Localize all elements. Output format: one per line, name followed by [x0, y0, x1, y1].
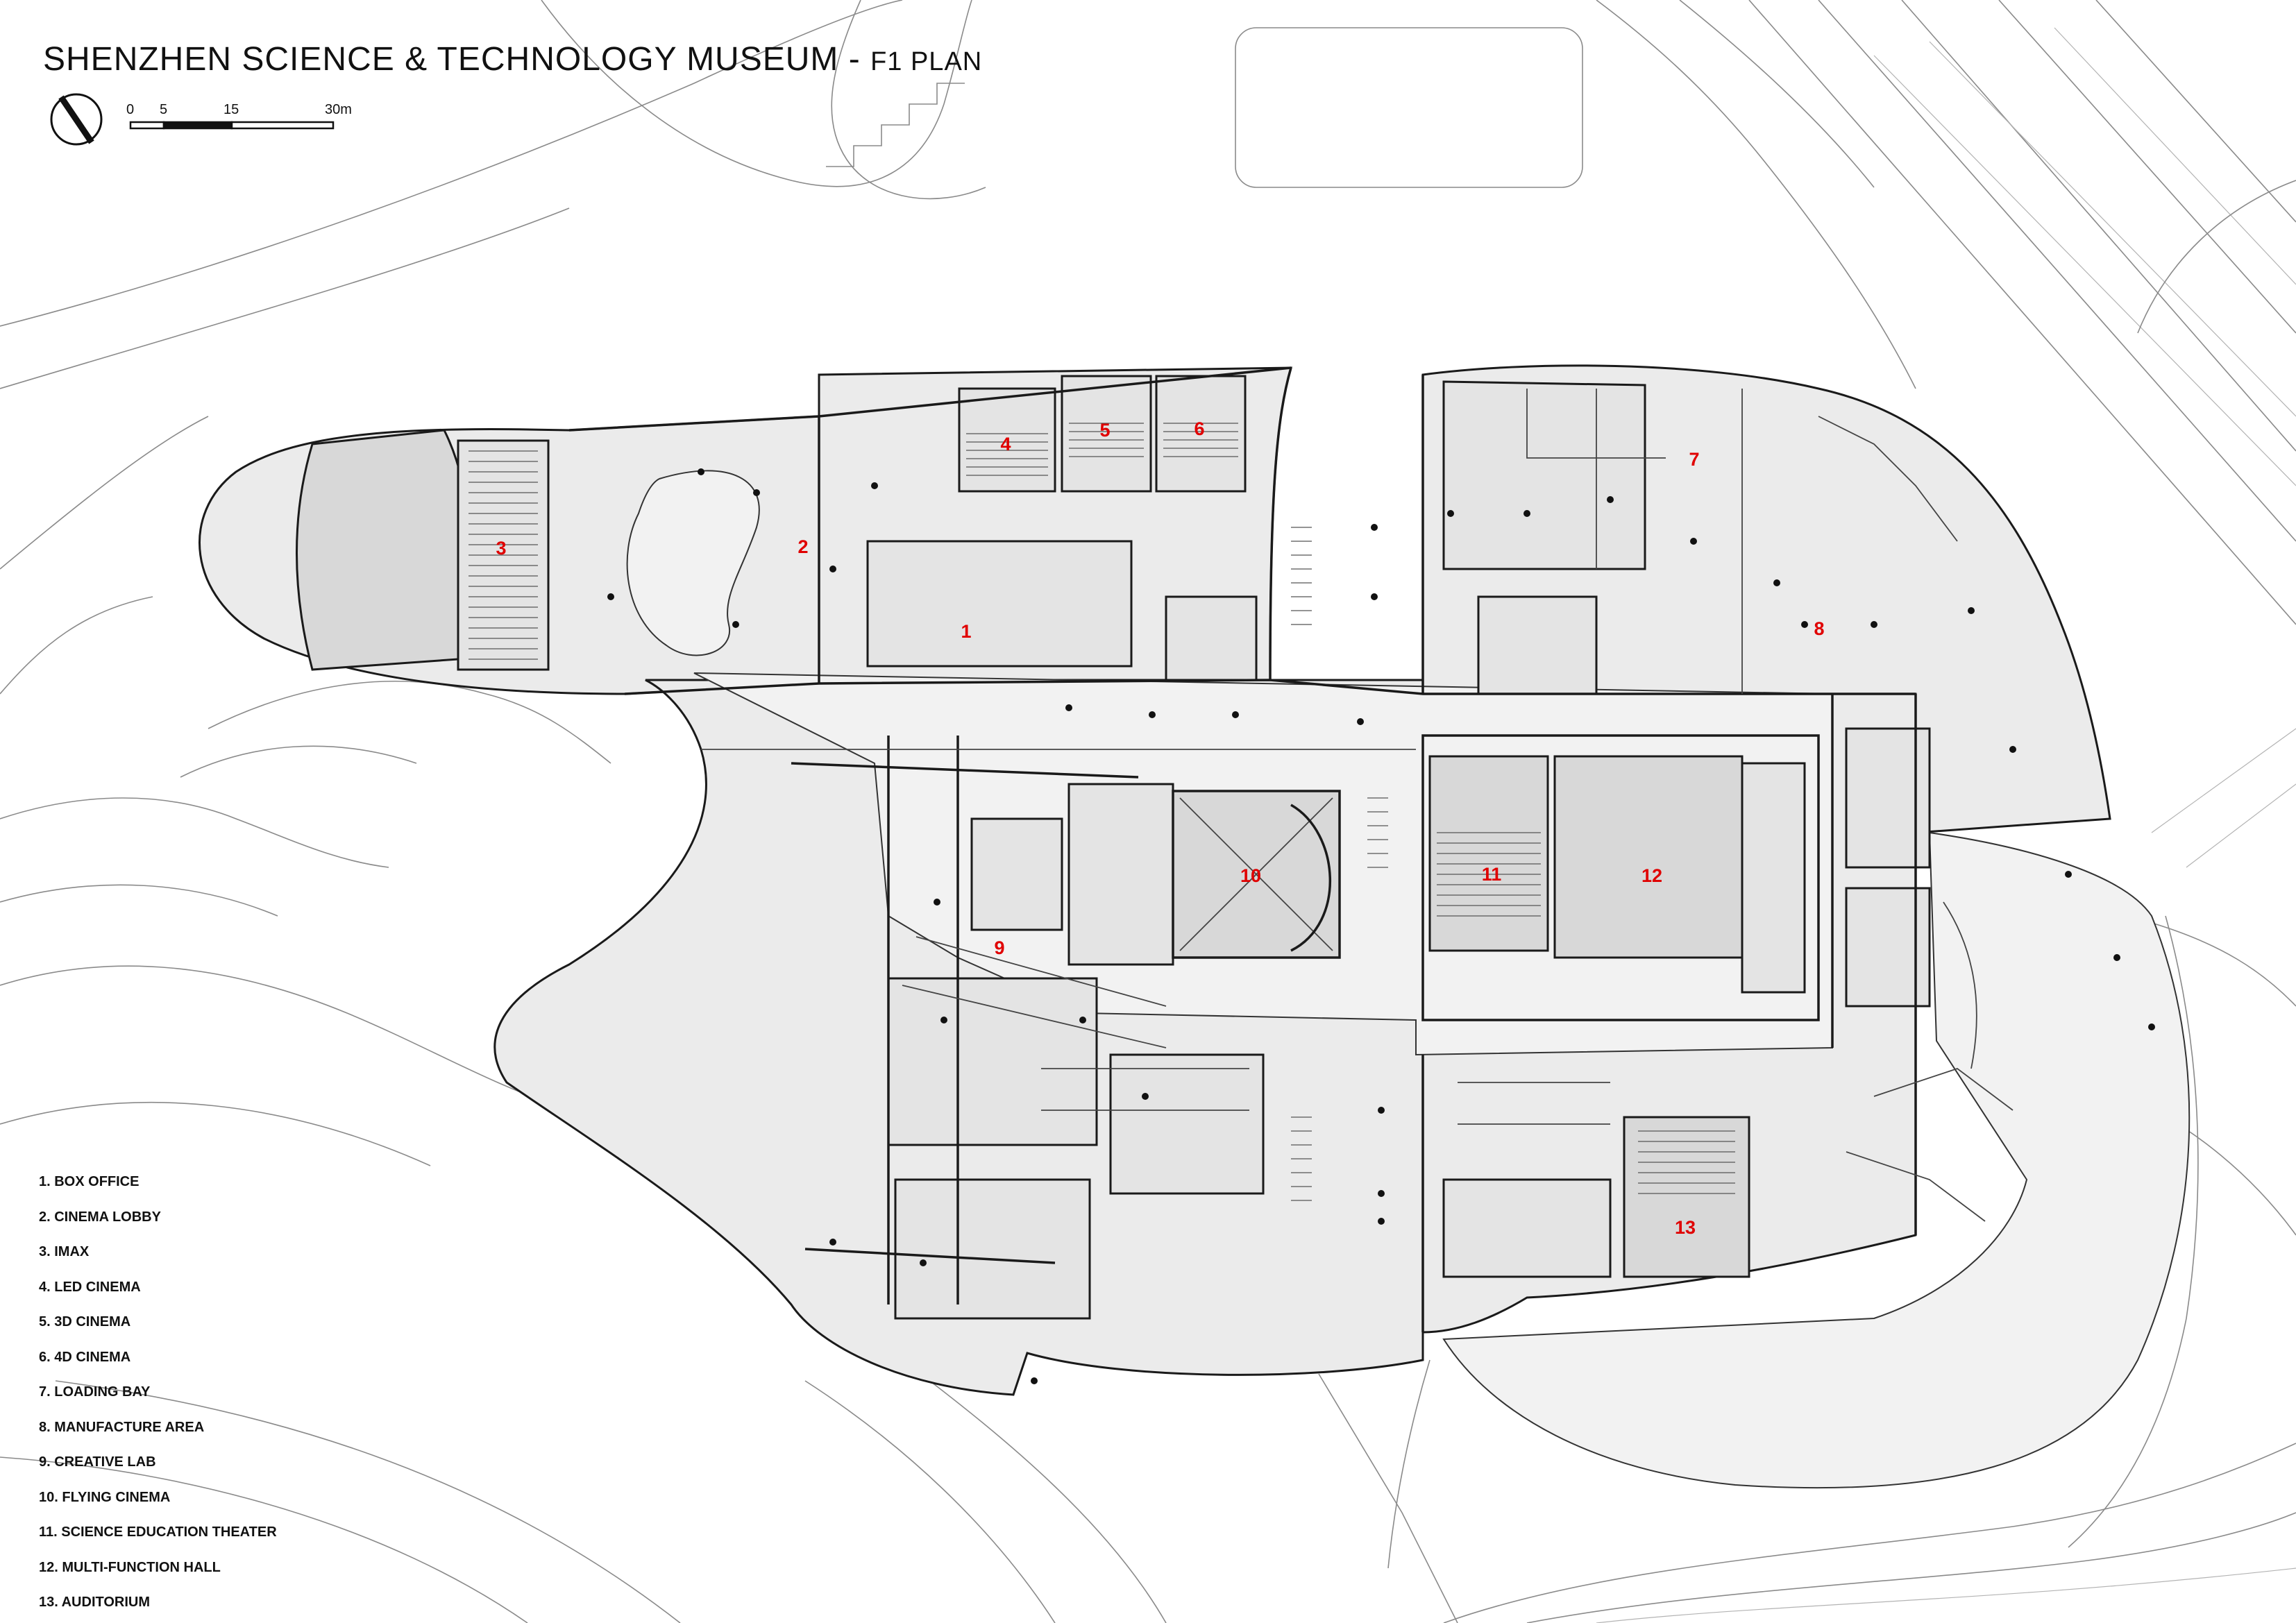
scale-tick-0: 0 [126, 102, 134, 117]
legend-item: 10. FLYING CINEMA [39, 1489, 171, 1505]
room-number-13: 13 [1675, 1217, 1696, 1238]
room-number-1: 1 [961, 621, 971, 642]
legend-item: 6. 4D CINEMA [39, 1349, 131, 1365]
legend-item: 12. MULTI-FUNCTION HALL [39, 1559, 221, 1575]
room-number-12: 12 [1641, 865, 1662, 886]
north-arrow-icon [50, 93, 103, 146]
scale-tick-30m: 30m [325, 102, 352, 117]
structural-columns [607, 468, 2155, 1384]
room-number-2: 2 [797, 536, 808, 557]
room-number-4: 4 [1000, 434, 1011, 454]
room-number-9: 9 [994, 937, 1004, 958]
room-legend: 1. BOX OFFICE 2. CINEMA LOBBY 3. IMAX 4.… [39, 1164, 277, 1620]
scale-tick-15: 15 [223, 102, 239, 117]
legend-item: 11. SCIENCE EDUCATION THEATER [39, 1524, 277, 1540]
room-number-8: 8 [1814, 618, 1824, 639]
legend-item: 2. CINEMA LOBBY [39, 1209, 161, 1225]
legend-item: 1. BOX OFFICE [39, 1174, 140, 1189]
room-number-6: 6 [1194, 418, 1204, 439]
room-number-10: 10 [1240, 865, 1261, 886]
legend-item: 13. AUDITORIUM [39, 1595, 151, 1610]
legend-item: 3. IMAX [39, 1244, 90, 1259]
legend-item: 7. LOADING BAY [39, 1384, 151, 1400]
legend-item: 8. MANUFACTURE AREA [39, 1419, 205, 1435]
title-sub: F1 PLAN [870, 47, 983, 76]
room-number-3: 3 [496, 538, 506, 559]
scale-tick-5: 5 [160, 102, 167, 117]
legend-item: 4. LED CINEMA [39, 1279, 141, 1295]
legend-item: 9. CREATIVE LAB [39, 1454, 156, 1470]
rooms [296, 375, 1931, 1320]
scale-bar: 0 5 15 30m [126, 102, 352, 130]
room-number-5: 5 [1099, 420, 1110, 441]
room-number-labels: 1 2 3 4 5 6 7 8 9 10 11 12 13 [496, 418, 1824, 1238]
seating-rows [469, 423, 1735, 1201]
page-title: SHENZHEN SCIENCE & TECHNOLOGY MUSEUM - F… [43, 40, 982, 78]
title-separator: - [838, 41, 871, 78]
room-number-7: 7 [1689, 449, 1699, 470]
legend-item: 5. 3D CINEMA [39, 1314, 131, 1329]
walls [568, 366, 2014, 1332]
title-main: SHENZHEN SCIENCE & TECHNOLOGY MUSEUM [43, 41, 839, 78]
room-number-11: 11 [1482, 864, 1502, 885]
